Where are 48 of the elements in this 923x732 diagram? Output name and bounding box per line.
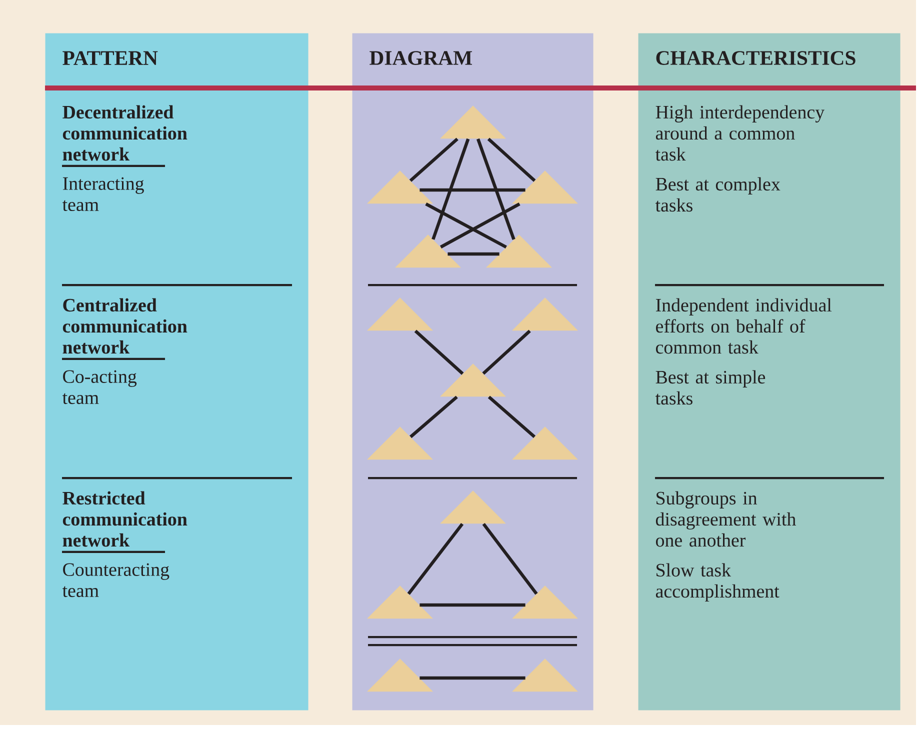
column-panel xyxy=(45,33,308,710)
column-panel xyxy=(638,33,900,710)
characteristic-text: Best at complex tasks xyxy=(655,177,780,212)
team-type: Counteracting team xyxy=(62,563,170,598)
column-heading: CHARACTERISTICS xyxy=(656,51,856,65)
connector-line xyxy=(448,252,500,256)
triangle xyxy=(512,170,578,204)
triangle xyxy=(367,298,433,331)
network-name: Decentralized communication network xyxy=(62,105,188,161)
connector-line xyxy=(420,603,526,607)
triangle xyxy=(440,106,506,139)
network-name: Centralized communication network xyxy=(62,298,188,354)
connector-line xyxy=(432,138,470,240)
connector-line xyxy=(407,522,464,595)
connector-line xyxy=(420,676,526,680)
connector-line xyxy=(476,138,516,240)
triangle xyxy=(440,364,506,397)
triangle xyxy=(367,170,433,204)
triangle xyxy=(512,658,578,692)
characteristic-text: High interdependency around a common task xyxy=(655,105,824,161)
connector-line xyxy=(409,138,458,182)
connector-line xyxy=(425,202,507,249)
connector-line xyxy=(482,522,538,595)
characteristic-text: Slow task accomplishment xyxy=(656,563,780,602)
triangle xyxy=(367,658,433,692)
connector-line xyxy=(420,188,526,192)
characteristic-text: Best at simple tasks xyxy=(655,370,766,405)
connector-line xyxy=(440,202,520,248)
characteristic-text: Subgroups in disagreement with one another xyxy=(656,491,796,547)
connector-line xyxy=(410,396,458,438)
connector-line xyxy=(488,396,536,438)
triangle xyxy=(367,586,433,619)
connector-line xyxy=(487,138,536,182)
triangle xyxy=(486,234,552,268)
triangle xyxy=(367,426,433,460)
triangle xyxy=(512,586,578,619)
team-type: Interacting team xyxy=(62,177,144,212)
characteristic-text: Independent individual efforts on behalf of common task xyxy=(656,298,832,354)
triangle xyxy=(395,234,461,268)
team-type: Co-acting team xyxy=(62,370,137,404)
network-name: Restricted communication network xyxy=(62,491,188,547)
column-heading: DIAGRAM xyxy=(370,51,472,65)
connector-line xyxy=(414,330,464,375)
triangle xyxy=(440,490,506,524)
connector-line xyxy=(482,330,531,375)
triangle xyxy=(512,298,578,331)
column-heading: PATTERN xyxy=(62,51,158,65)
triangle xyxy=(512,426,578,460)
